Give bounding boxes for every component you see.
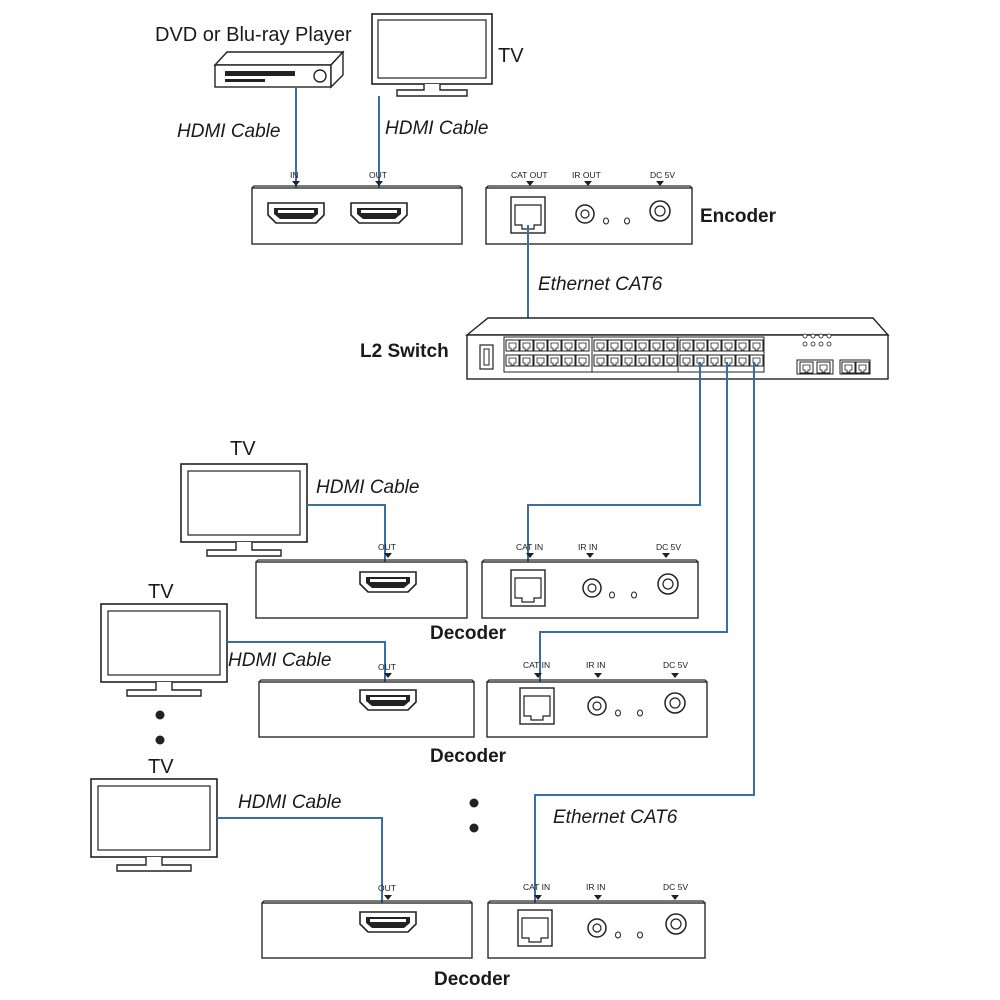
hdmi-cable-label-4: HDMI Cable [228,650,331,671]
ethernet-cable-decoder-2 [539,362,728,700]
tv-1-icon [180,463,308,557]
hdmi-cable-tv-3 [217,817,383,918]
decoder-1-dc-label: DC 5V [656,542,681,552]
port-out-label: OUT [369,170,387,180]
more-devices-dots [155,710,479,833]
decoder-1-cat-in-label: CAT IN [516,542,543,552]
decoder-3-dc-label: DC 5V [663,882,688,892]
decoder-2-hdmi-panel [258,673,475,738]
decoder-3-label: Decoder [434,969,511,990]
hdmi-cable-tv-2 [227,641,386,698]
hdmi-cable-label-1: HDMI Cable [177,121,280,142]
dvd-player-device [213,50,345,89]
ethernet-label-top: Ethernet CAT6 [538,274,663,295]
tv-3-label: TV [148,756,174,778]
tv-2-icon [100,603,228,697]
l2-switch-device [465,317,890,380]
cat-out-label: CAT OUT [511,170,548,180]
decoder-3-ir-in-label: IR IN [586,882,605,892]
decoder-1-label: Decoder [430,623,507,644]
tv-1-label: TV [230,438,256,460]
tv-top-label: TV [498,45,524,67]
encoder-cat-panel [485,181,693,245]
dvd-player-label: DVD or Blu-ray Player [155,24,352,46]
decoder-1-hdmi-panel [255,553,468,619]
decoder-2-out-label: OUT [378,662,396,672]
encoder-label: Encoder [700,206,777,227]
ethernet-cable-decoder-1 [527,362,701,580]
decoder-1-cat-panel [481,553,699,619]
ethernet-label-bottom: Ethernet CAT6 [553,807,678,828]
decoder-1-ir-in-label: IR IN [578,542,597,552]
decoder-3-out-label: OUT [378,883,396,893]
dc-label-encoder: DC 5V [650,170,675,180]
ir-out-label: IR OUT [572,170,601,180]
decoder-3-hdmi-panel [261,895,473,959]
encoder-hdmi-panel [251,181,463,245]
tv-top-icon [371,13,493,97]
hdmi-cable-label-2: HDMI Cable [385,118,488,139]
decoder-3-cat-panel [487,895,706,959]
decoder-2-label: Decoder [430,746,507,767]
decoder-3-cat-in-label: CAT IN [523,882,550,892]
ethernet-cable-decoder-3 [534,362,755,922]
decoder-2-cat-panel [486,673,708,738]
hdmi-cable-tv-1 [307,504,386,580]
tv-2-label: TV [148,581,174,603]
decoder-1-out-label: OUT [378,542,396,552]
l2-switch-label: L2 Switch [360,341,449,362]
decoder-2-ir-in-label: IR IN [586,660,605,670]
tv-3-icon [90,778,218,872]
hdmi-cable-label-5: HDMI Cable [238,792,341,813]
hdmi-cable-label-3: HDMI Cable [316,477,419,498]
decoder-2-cat-in-label: CAT IN [523,660,550,670]
port-in-label: IN [290,170,299,180]
decoder-2-dc-label: DC 5V [663,660,688,670]
